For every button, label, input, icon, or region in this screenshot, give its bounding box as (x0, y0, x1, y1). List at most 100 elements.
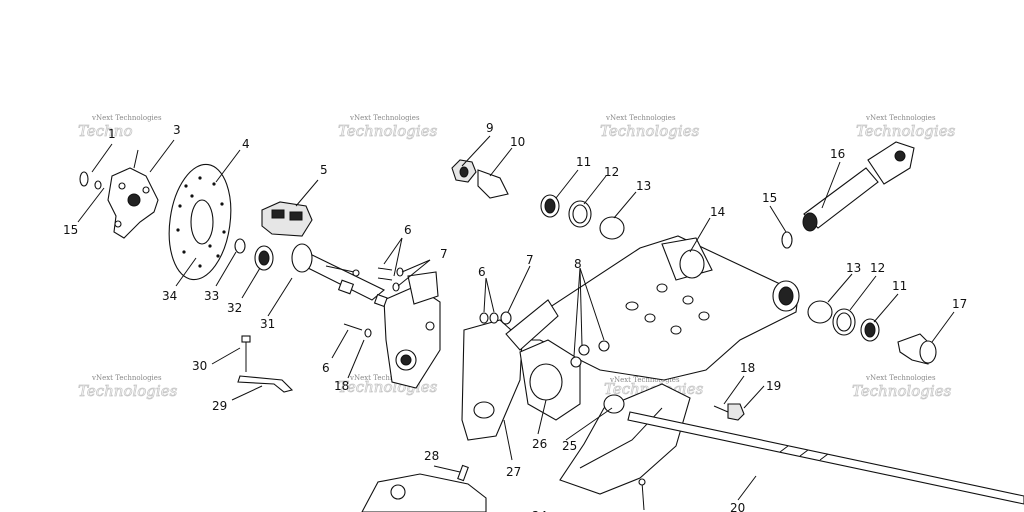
skid-plate-bolt (641, 481, 645, 511)
callout-16: 16 (830, 147, 845, 161)
bushing-bore (836, 312, 852, 332)
skid-plate (559, 383, 691, 495)
callout-3: 3 (173, 123, 181, 137)
watermark-outline-2: Technologies (338, 122, 438, 140)
callout-7: 7 (440, 247, 448, 261)
callout-17: 17 (952, 297, 967, 311)
bracket-plate (237, 375, 294, 393)
callout-7: 7 (526, 253, 534, 267)
watermark-1: vNext Technologies (91, 114, 162, 122)
callout-24: 24 (532, 509, 547, 512)
bolt-nut (352, 269, 360, 277)
pivot-hardware (451, 159, 625, 240)
bolt (713, 405, 729, 413)
watermark-outline-3: Technologies (600, 122, 700, 140)
watermark-2: vNext Technologies (349, 114, 420, 122)
swing-arm-leg-bore (473, 401, 495, 419)
callout-9: 9 (486, 121, 494, 135)
watermark-outline-5: Technologies (78, 382, 178, 400)
hub-center (127, 193, 141, 207)
hub-nut (94, 180, 102, 190)
watermark-outline-8: Technologies (852, 382, 952, 400)
callout-12: 12 (870, 261, 885, 275)
cap (599, 216, 625, 240)
bearing-plate-ring (529, 363, 563, 401)
caliper-piston (271, 209, 285, 219)
bolt-18-19 (713, 403, 745, 421)
callout-6: 6 (322, 361, 330, 375)
brake-disc (168, 163, 232, 281)
watermark-outline-1: Techno (78, 122, 132, 140)
callout-4: 4 (242, 137, 250, 151)
washer (364, 328, 372, 338)
bolts-center (479, 311, 610, 368)
callout-33: 33 (204, 289, 219, 303)
callout-6: 6 (404, 223, 412, 237)
swing-arm-tab (505, 299, 559, 351)
bearing-bore (258, 250, 270, 266)
hub-washer (79, 171, 89, 187)
skid-plate-ring (603, 394, 625, 414)
watermark-5: vNext Technologies (91, 374, 162, 382)
lower-carrier (361, 473, 487, 512)
nut (598, 340, 610, 352)
bearing-carrier (291, 243, 441, 389)
pin (457, 464, 469, 482)
callout-labels: 1 3 4 15 34 5 6 7 33 32 31 6 18 30 29 9 … (63, 121, 967, 512)
bushing-bore (572, 204, 588, 224)
bracket-29-30 (237, 335, 294, 393)
callout-14: 14 (710, 205, 725, 219)
pivot-pin (477, 169, 509, 199)
watermark-8: vNext Technologies (865, 374, 936, 382)
drive-shaft-16 (802, 141, 915, 232)
wheel-hub-assembly (79, 149, 159, 239)
caliper-piston (289, 211, 303, 221)
axle-splines (779, 445, 829, 461)
callout-13: 13 (636, 179, 651, 193)
shim (781, 231, 793, 249)
callout-5: 5 (320, 163, 328, 177)
callout-27: 27 (506, 465, 521, 479)
callout-11: 11 (892, 279, 907, 293)
bolt (325, 265, 355, 273)
callout-1: 1 (108, 127, 116, 141)
lower-carrier-bore (390, 484, 406, 500)
caliper-body (261, 201, 313, 237)
nut (727, 403, 745, 421)
bolt (377, 267, 393, 271)
callout-13: 13 (846, 261, 861, 275)
brake-caliper (261, 201, 313, 237)
seal-bore (544, 198, 556, 214)
bearing-spacer-parts (234, 238, 274, 271)
watermark-outline-4: Technologies (856, 122, 956, 140)
callout-6: 6 (478, 265, 486, 279)
watermark-4: vNext Technologies (865, 114, 936, 122)
callout-15: 15 (63, 223, 78, 237)
callout-30: 30 (192, 359, 207, 373)
carrier-clip (373, 293, 388, 308)
hub-stud (118, 182, 126, 190)
hub-leader (133, 149, 139, 169)
hub-stud (114, 220, 122, 228)
axle-20 (627, 411, 1024, 505)
carrier-clip (337, 279, 355, 295)
axle-shaft (627, 411, 1024, 505)
callout-20: 20 (730, 501, 745, 512)
callout-29: 29 (212, 399, 227, 413)
callout-12: 12 (604, 165, 619, 179)
callout-26: 26 (532, 437, 547, 451)
callout-28: 28 (424, 449, 439, 463)
watermark-6: vNext Technologies (349, 374, 420, 382)
bolt (377, 277, 393, 281)
callout-10: 10 (510, 135, 525, 149)
callout-19: 19 (766, 379, 781, 393)
callout-18: 18 (334, 379, 349, 393)
watermark-7: vNext Technologies (609, 376, 680, 384)
callout-34: 34 (162, 289, 177, 303)
skid-plate-24 (559, 383, 691, 511)
washer (500, 311, 512, 325)
carrier-bore-inner (400, 354, 412, 366)
callout-11: 11 (576, 155, 591, 169)
bracket-bolt-head (241, 335, 251, 343)
